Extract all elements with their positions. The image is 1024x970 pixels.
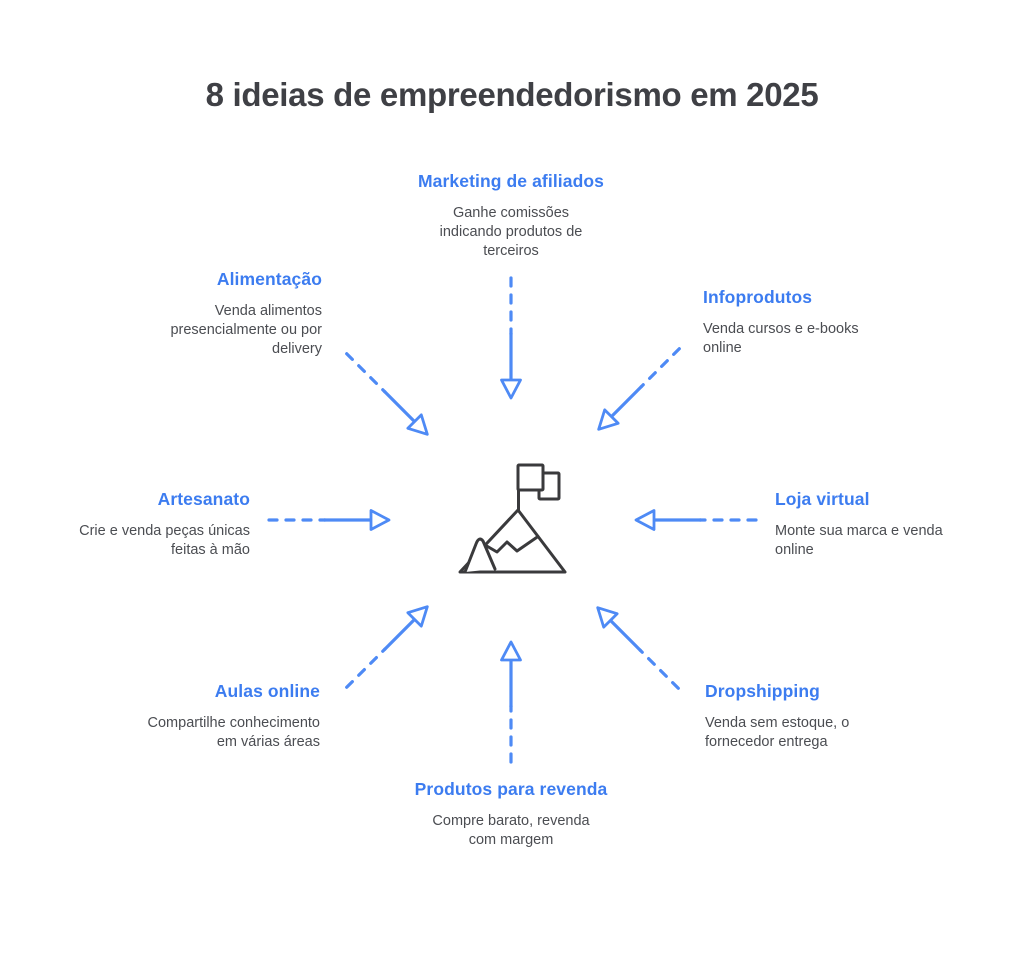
idea-description: Venda sem estoque, o fornecedor entrega (705, 715, 850, 750)
idea-dropshipping: Dropshipping Venda sem estoque, o fornec… (705, 680, 935, 752)
dashed-arrow-downleft-icon (597, 347, 681, 431)
idea-label: Produtos para revenda (414, 779, 608, 799)
dashed-arrow-up-icon (500, 640, 522, 764)
idea-label: Artesanato (157, 489, 250, 509)
idea-description: Compre barato, revenda com margem (432, 813, 590, 848)
dashed-arrow-down-icon (500, 276, 522, 400)
idea-label: Aulas online (214, 681, 320, 701)
idea-description: Venda cursos e e-books online (703, 321, 859, 356)
dashed-arrow-downright-icon (345, 352, 429, 436)
idea-description: Venda alimentos presencialmente ou por d… (170, 303, 322, 357)
idea-description: Ganhe comissões indicando produtos de te… (439, 205, 583, 259)
idea-artesanato: Artesanato Crie e venda peças únicas fei… (30, 488, 250, 560)
idea-label: Dropshipping (705, 681, 820, 701)
idea-marketing-afiliados: Marketing de afiliados Ganhe comissões i… (361, 170, 661, 261)
idea-label: Alimentação (216, 269, 322, 289)
idea-label: Infoprodutos (703, 287, 813, 307)
idea-infoprodutos: Infoprodutos Venda cursos e e-books onli… (703, 286, 933, 358)
idea-label: Loja virtual (775, 489, 870, 509)
idea-aulas-online: Aulas online Compartilhe conhecimento em… (95, 680, 320, 752)
idea-label: Marketing de afiliados (418, 171, 604, 191)
idea-description: Crie e venda peças únicas feitas à mão (79, 523, 250, 558)
idea-description: Compartilhe conhecimento em várias áreas (147, 715, 320, 750)
dashed-arrow-right-icon (267, 509, 391, 531)
idea-loja-virtual: Loja virtual Monte sua marca e venda onl… (775, 488, 1005, 560)
idea-produtos-revenda: Produtos para revenda Compre barato, rev… (361, 778, 661, 850)
dashed-arrow-upright-icon (345, 605, 429, 689)
idea-description: Monte sua marca e venda online (775, 523, 943, 558)
page-title: 8 ideias de empreendedorismo em 2025 (205, 76, 819, 113)
idea-alimentacao: Alimentação Venda alimentos presencialme… (112, 268, 322, 359)
dashed-arrow-left-icon (634, 509, 758, 531)
dashed-arrow-upleft-icon (596, 606, 680, 690)
mountain-flag-icon (458, 463, 567, 574)
